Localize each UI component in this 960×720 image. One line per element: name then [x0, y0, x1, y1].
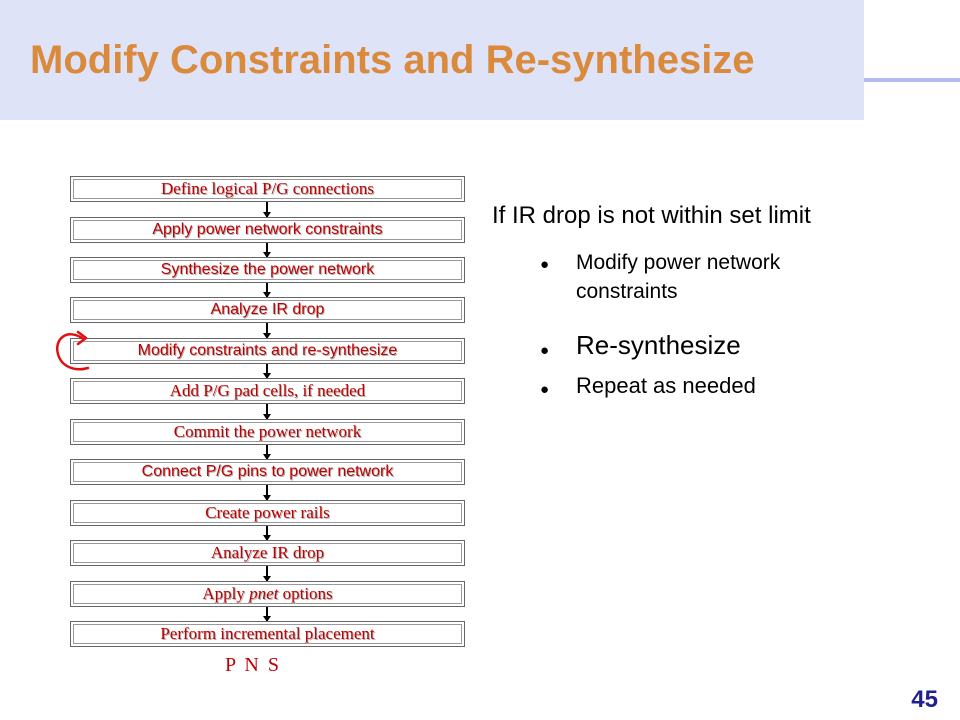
- flow-arrow: [263, 445, 271, 460]
- page-number: 45: [911, 686, 938, 713]
- flow-footer-label: P N S: [225, 654, 281, 676]
- flow-step-label: Define logical P/G connections: [161, 179, 374, 198]
- title-band: [0, 0, 864, 120]
- flow-arrow: [263, 283, 271, 298]
- flow-step-label-prefix: Apply: [202, 584, 250, 603]
- flow-arrow: [263, 566, 271, 582]
- flow-step-label: Modify constraints and re-synthesize: [137, 342, 398, 359]
- flow-arrow: [263, 526, 271, 541]
- flow-step-define-connections: Define logical P/G connections: [70, 176, 465, 202]
- flow-step-create-rails: Create power rails: [70, 500, 465, 526]
- flow-step-connect-pins: Connect P/G pins to power network: [70, 459, 465, 485]
- current-step-marker-icon: [55, 330, 90, 371]
- flow-step-apply-pnet-options: Apply pnet options: [70, 581, 465, 607]
- flow-arrow: [263, 607, 271, 622]
- flow-arrow: [263, 404, 271, 420]
- flow-step-label: Synthesize the power network: [160, 261, 375, 278]
- flow-arrow: [263, 323, 271, 339]
- flow-step-label: Apply power network constraints: [152, 221, 383, 238]
- flow-step-label-italic: pnet: [249, 584, 279, 603]
- flow-arrow: [263, 243, 271, 258]
- notes-bullet-list: Modify power network constraints Re-synt…: [540, 248, 876, 404]
- flow-step-label: Analyze IR drop: [210, 301, 325, 318]
- flow-step-apply-constraints: Apply power network constraints: [70, 217, 465, 243]
- flow-step-modify-resynthesize: Modify constraints and re-synthesize: [70, 338, 465, 364]
- flow-step-label: Add P/G pad cells, if needed: [169, 381, 366, 400]
- notes-heading: If IR drop is not within set limit: [492, 202, 811, 229]
- flow-step-commit-network: Commit the power network: [70, 419, 465, 445]
- flow-arrow: [263, 202, 271, 218]
- flow-step-label: Commit the power network: [173, 422, 362, 441]
- flow-step-label: Connect P/G pins to power network: [141, 463, 394, 480]
- flow-step-add-pad-cells: Add P/G pad cells, if needed: [70, 378, 465, 404]
- bullet-item: Modify power network constraints: [540, 248, 876, 306]
- flow-step-label: Apply pnet options: [71, 582, 464, 606]
- flow-step-analyze-ir-drop: Analyze IR drop: [70, 297, 465, 323]
- flow-step-incremental-placement: Perform incremental placement: [70, 621, 465, 647]
- flow-arrow: [263, 485, 271, 501]
- flow-step-label-suffix: options: [278, 584, 333, 603]
- flow-step-synthesize: Synthesize the power network: [70, 257, 465, 283]
- bullet-item: Re-synthesize: [540, 330, 876, 366]
- flow-arrow: [263, 364, 271, 379]
- flow-step-label: Analyze IR drop: [210, 543, 325, 562]
- slide-title: Modify Constraints and Re-synthesize: [30, 38, 755, 82]
- flow-step-analyze-ir-drop-2: Analyze IR drop: [70, 540, 465, 566]
- flow-step-label: Create power rails: [205, 503, 330, 522]
- bullet-item: Repeat as needed: [540, 372, 876, 404]
- title-accent-line: [864, 78, 960, 82]
- flow-step-label: Perform incremental placement: [160, 624, 375, 643]
